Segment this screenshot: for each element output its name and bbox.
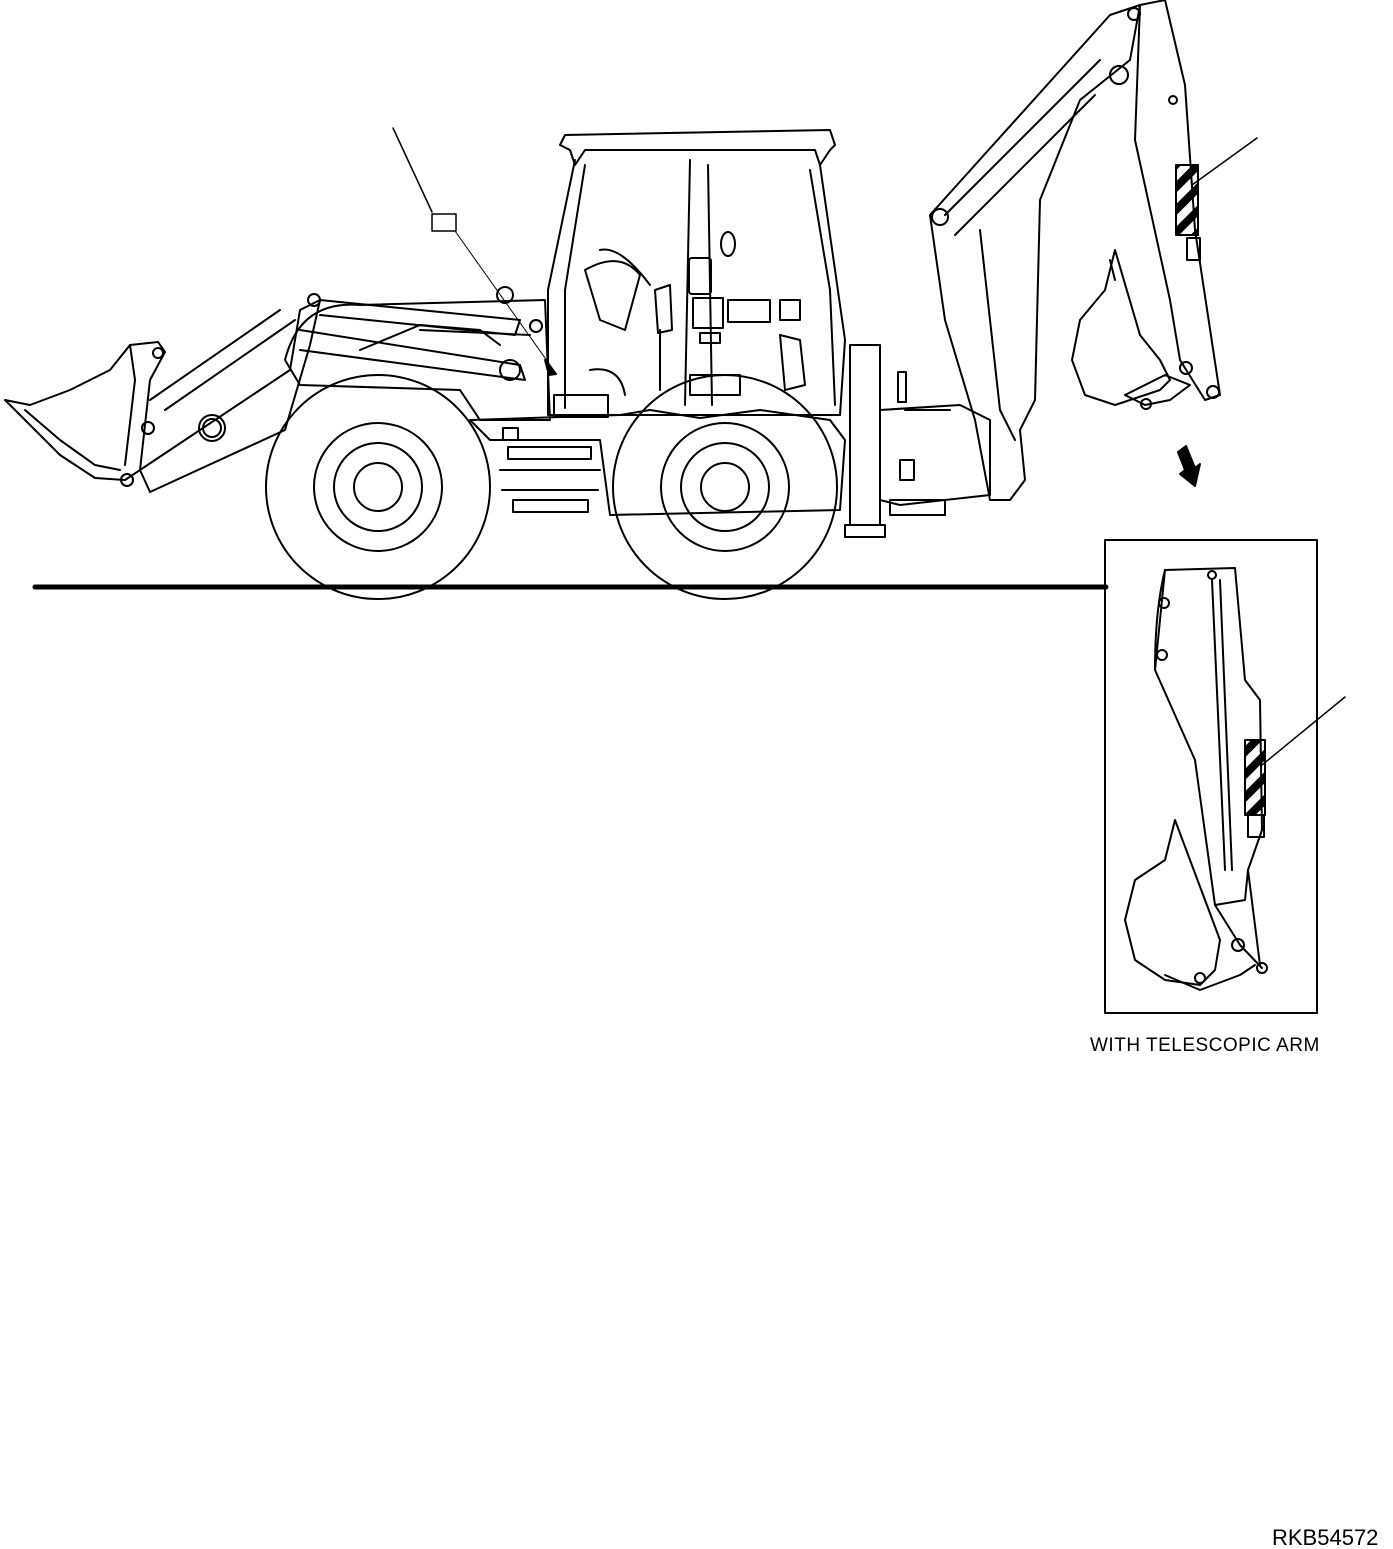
front-wheel	[265, 374, 491, 600]
down-arrow-icon	[1177, 445, 1201, 487]
warning-stripe-decal-icon	[1244, 739, 1266, 816]
warning-stripe-decal-icon	[1175, 164, 1199, 236]
backhoe-loader	[4, 0, 1258, 600]
callout-leader-line	[1191, 137, 1258, 186]
label-tag-icon	[392, 127, 557, 376]
chassis	[469, 394, 846, 516]
rear-wheel	[612, 374, 838, 600]
figure-id: RKB54572	[1272, 1525, 1379, 1549]
loader-arm	[139, 293, 543, 493]
callout-leader-line	[1261, 696, 1346, 766]
dipper-arm	[1134, 0, 1221, 401]
backhoe-bucket	[1071, 249, 1191, 410]
cab	[547, 129, 846, 416]
rear-stabiliser	[844, 344, 991, 538]
loader-bucket	[4, 341, 166, 487]
detail-frame	[1104, 539, 1318, 1014]
telescopic-arm-detail	[1124, 567, 1268, 991]
backhoe-boom	[929, 4, 1141, 501]
detail-caption: WITH TELESCOPIC ARM	[1090, 1035, 1320, 1056]
